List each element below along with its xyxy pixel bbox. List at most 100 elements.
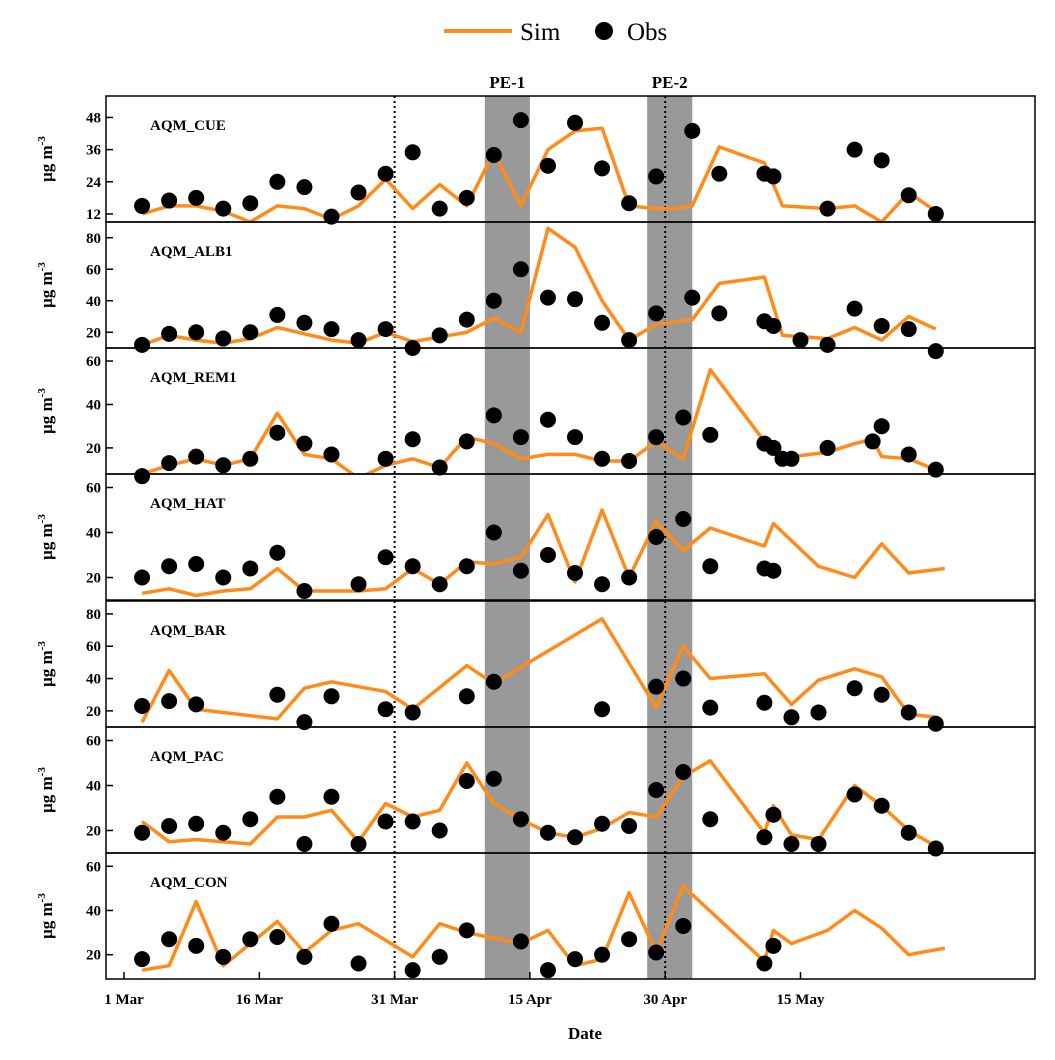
obs-point [269, 544, 286, 561]
obs-point [512, 562, 529, 579]
obs-point [377, 321, 394, 338]
obs-point [377, 450, 394, 467]
obs-point [675, 670, 692, 687]
y-tick-label: 40 [86, 526, 101, 542]
y-axis-title: μg m-3 [36, 262, 56, 308]
obs-point [648, 168, 665, 185]
obs-point [323, 321, 340, 338]
obs-point [873, 152, 890, 169]
obs-point [846, 786, 863, 803]
obs-point [512, 429, 529, 446]
sim-series-line [141, 508, 946, 598]
y-axis-title-main: μg m [37, 776, 56, 813]
sim-series-line [141, 884, 946, 972]
y-axis-title-main: μg m [37, 271, 56, 308]
obs-point [188, 324, 205, 341]
sim-series-line [141, 759, 937, 848]
obs-point [188, 556, 205, 572]
obs-point [711, 305, 728, 322]
obs-point [900, 446, 917, 463]
obs-point [404, 704, 421, 721]
obs-point [296, 179, 313, 196]
obs-point [215, 569, 232, 586]
obs-point [594, 314, 611, 331]
obs-point [567, 951, 584, 968]
y-tick-label: 60 [86, 734, 101, 750]
obs-point [539, 411, 556, 428]
obs-point [594, 450, 611, 467]
obs-point [431, 576, 448, 593]
obs-point [431, 459, 448, 476]
obs-point [702, 811, 719, 828]
obs-point [188, 448, 205, 465]
x-axis-title: Date [568, 1024, 602, 1043]
panel-frame [105, 852, 1036, 980]
obs-point [134, 824, 151, 841]
highlight-band-label: PE-2 [652, 73, 688, 92]
y-tick-label: 60 [86, 639, 101, 655]
y-axis-title-main: μg m [37, 650, 56, 687]
obs-point [242, 811, 259, 828]
obs-point [621, 195, 638, 212]
obs-point [675, 764, 692, 780]
obs-point [215, 457, 232, 474]
obs-point [567, 829, 584, 846]
y-tick-label: 80 [86, 231, 101, 247]
obs-point [269, 173, 286, 190]
obs-point [864, 433, 881, 450]
obs-point [269, 424, 286, 441]
obs-point [161, 693, 178, 710]
x-tick-label: 16 Mar [236, 992, 283, 1008]
obs-point [567, 429, 584, 446]
obs-point [765, 937, 782, 954]
obs-point [323, 688, 340, 705]
obs-point [323, 446, 340, 463]
station-label: AQM_CON [150, 875, 228, 891]
obs-point [431, 200, 448, 217]
obs-point [242, 324, 259, 341]
y-tick-label: 36 [86, 143, 102, 159]
obs-point [765, 439, 782, 456]
obs-point [756, 694, 773, 711]
obs-point [594, 701, 611, 718]
obs-point [846, 680, 863, 697]
y-axis-title: μg m-3 [36, 767, 56, 813]
obs-point [846, 141, 863, 158]
y-tick-label: 20 [86, 704, 101, 720]
obs-point [567, 114, 584, 131]
obs-point [765, 806, 782, 823]
obs-point [161, 558, 178, 575]
obs-point [539, 824, 556, 841]
obs-point [873, 317, 890, 334]
sim-series-line [141, 226, 937, 347]
obs-point [377, 165, 394, 182]
obs-point [900, 321, 917, 338]
obs-point [702, 699, 719, 716]
sim-series-line [141, 126, 937, 222]
obs-point [648, 678, 665, 695]
x-tick-label: 15 Apr [508, 992, 552, 1008]
obs-point [512, 811, 529, 828]
legend-obs-label: Obs [627, 19, 667, 46]
sim-series-line [140, 617, 937, 724]
y-tick-label: 20 [86, 441, 101, 457]
obs-point [161, 931, 178, 948]
obs-point [512, 933, 529, 950]
obs-point [783, 836, 800, 852]
obs-point [188, 696, 205, 713]
obs-point [927, 343, 944, 360]
obs-point [648, 944, 665, 961]
y-tick-label: 20 [86, 325, 101, 341]
obs-point [819, 439, 836, 456]
y-axis-title-superscript: -3 [36, 136, 48, 146]
obs-point [431, 948, 448, 965]
obs-point [242, 931, 259, 948]
obs-point [431, 822, 448, 839]
obs-point [458, 433, 475, 450]
